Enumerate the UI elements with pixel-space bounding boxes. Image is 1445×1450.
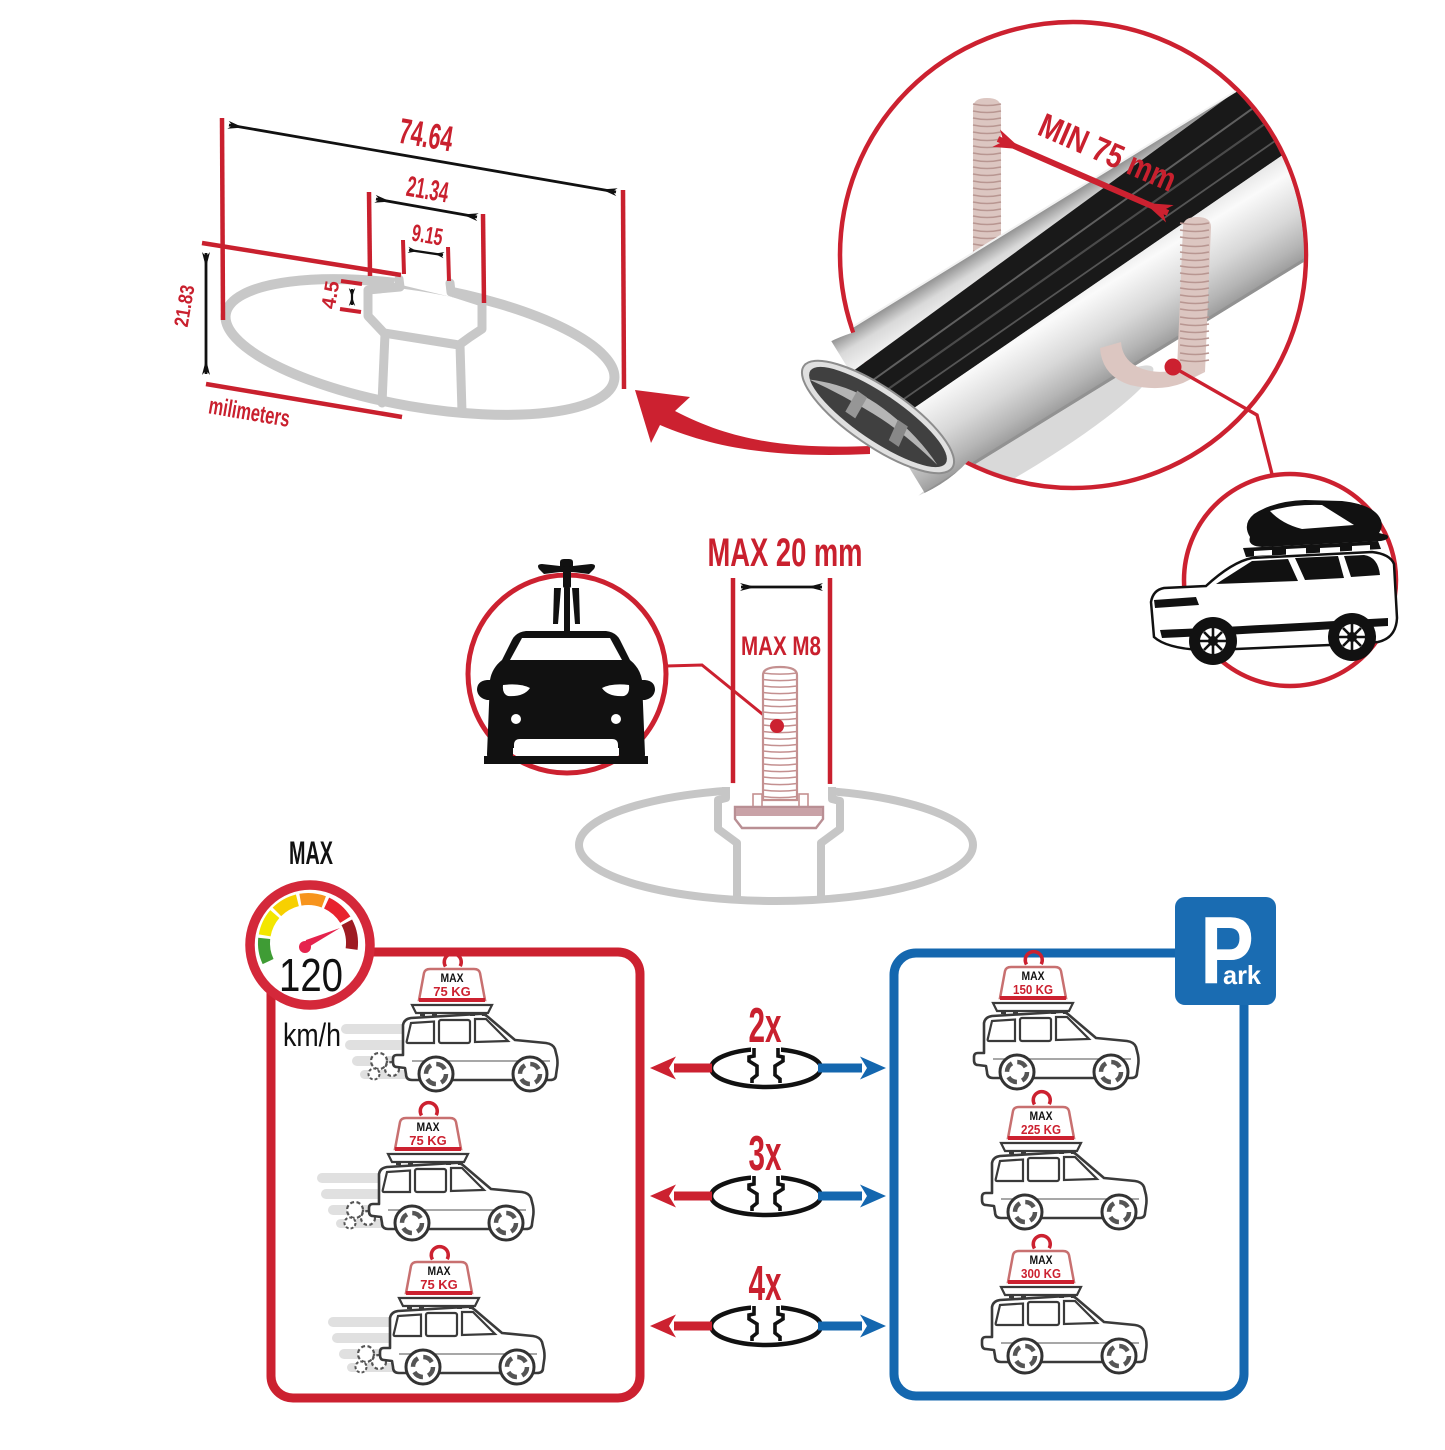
svg-text:MAX M8: MAX M8 [741,631,821,661]
svg-text:MAX: MAX [441,973,464,985]
svg-text:300 KG: 300 KG [1021,1267,1061,1281]
svg-text:MAX: MAX [1030,1255,1053,1267]
svg-text:3x: 3x [749,1127,782,1181]
svg-text:MAX: MAX [289,835,333,871]
svg-text:75 KG: 75 KG [409,1134,447,1148]
svg-text:75 KG: 75 KG [433,985,471,999]
svg-text:74.64: 74.64 [396,110,456,160]
svg-text:km/h: km/h [283,1017,341,1053]
svg-text:MAX 20 mm: MAX 20 mm [708,531,863,575]
svg-text:P: P [1200,897,1254,1004]
svg-text:75 KG: 75 KG [420,1278,458,1292]
svg-text:225 KG: 225 KG [1021,1123,1061,1137]
svg-text:MAX: MAX [428,1266,451,1278]
svg-text:150 KG: 150 KG [1013,983,1053,997]
svg-text:4.5: 4.5 [318,279,344,310]
svg-text:ark: ark [1223,960,1262,990]
svg-text:2x: 2x [749,999,782,1053]
svg-text:21.34: 21.34 [404,171,451,210]
svg-text:4x: 4x [749,1257,782,1311]
svg-text:120: 120 [279,949,343,1001]
svg-text:MAX: MAX [1030,1111,1053,1123]
svg-text:MAX: MAX [1022,971,1045,983]
svg-text:9.15: 9.15 [410,220,445,252]
svg-text:MAX: MAX [417,1122,440,1134]
